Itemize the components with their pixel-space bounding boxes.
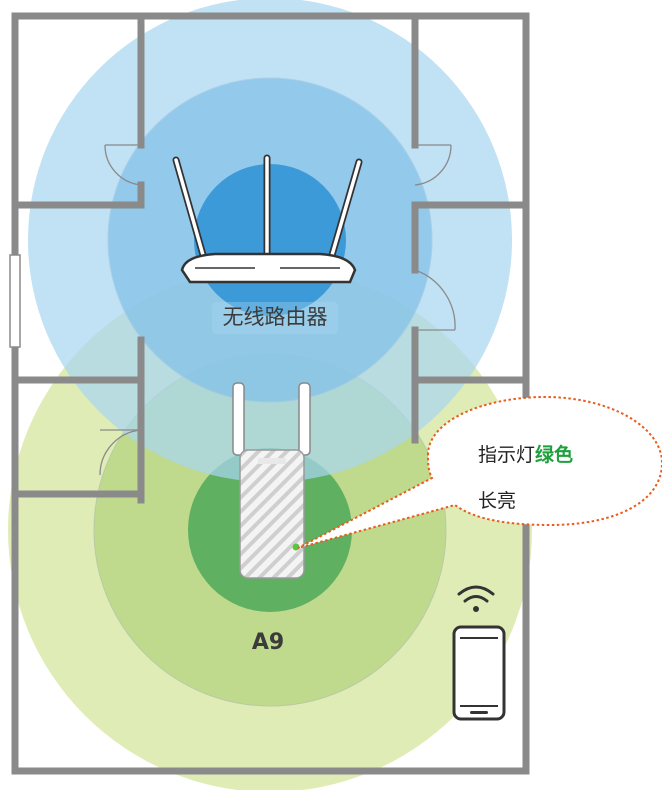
callout-prefix: 指示灯 xyxy=(478,444,536,466)
callout-line-2: 长亮 xyxy=(478,490,517,512)
door-swings xyxy=(99,144,456,476)
router-icon xyxy=(172,154,363,284)
router-label-backdrop xyxy=(212,302,338,334)
floor-plan-walls xyxy=(11,12,530,775)
callout-green-word: 绿色 xyxy=(535,444,574,466)
wifi-icon xyxy=(457,585,495,612)
extender-label: A9 xyxy=(251,630,285,655)
smartphone-icon xyxy=(452,625,506,721)
callout-bubble xyxy=(297,395,662,549)
window-frame xyxy=(9,254,21,348)
router-label: 无线路由器 xyxy=(222,305,328,329)
callout-line-1: 指示灯绿色 xyxy=(478,440,573,467)
extender-icon xyxy=(232,382,311,579)
